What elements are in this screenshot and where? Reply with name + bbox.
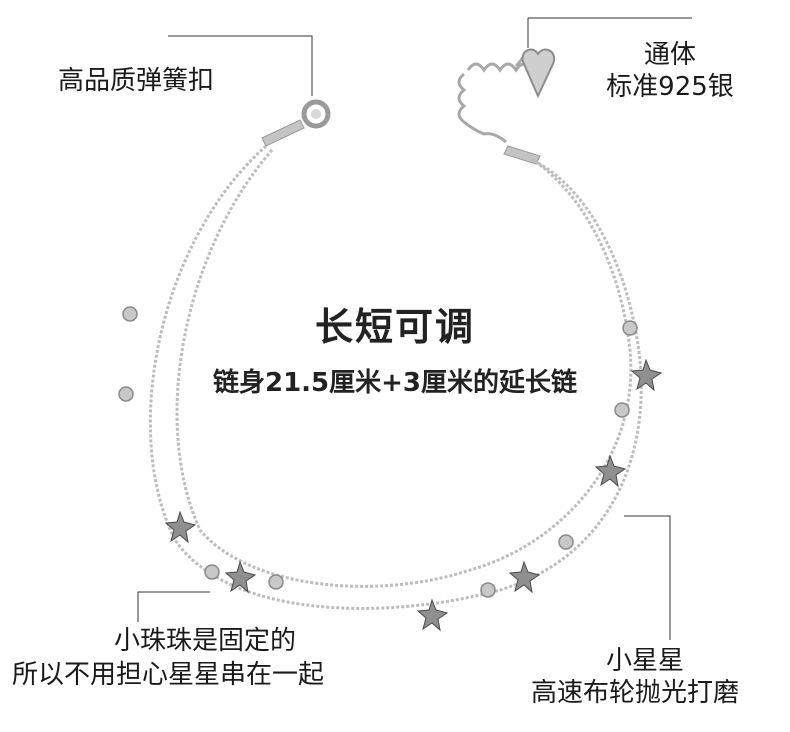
stars-callout-line1: 小星星 <box>605 646 684 676</box>
heart-tag <box>521 48 556 99</box>
beads-callout-line <box>137 591 210 622</box>
clasp-callout-line <box>168 35 313 96</box>
clasp-callout: 高品质弹簧扣 <box>58 66 215 96</box>
beads-callout-line2: 所以不用担心星星串在一起 <box>12 660 325 690</box>
silver-callout-line2: 标准925银 <box>606 72 734 102</box>
end-cap-right <box>503 145 541 165</box>
extension-chain <box>457 51 534 144</box>
stars <box>164 358 663 632</box>
headline-title: 长短可调 <box>314 305 475 349</box>
callout-lines <box>137 17 692 640</box>
silver-callout-line1: 通体 <box>643 40 696 70</box>
chain-strands <box>148 144 643 610</box>
headline-subtitle: 链身21.5厘米+3厘米的延长链 <box>212 368 578 398</box>
beads <box>118 306 638 598</box>
stars-callout-line2: 高速布轮抛光打磨 <box>530 678 739 708</box>
stars-callout-line <box>624 515 671 640</box>
beads-callout-line1: 小珠珠是固定的 <box>113 626 296 656</box>
spring-clasp <box>261 99 331 147</box>
